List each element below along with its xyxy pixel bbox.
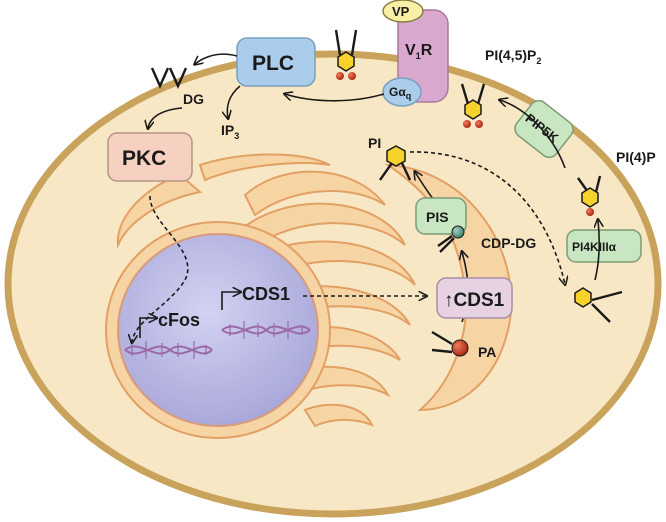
plc-to-ip3-arrow <box>227 85 241 118</box>
dg-label: DG <box>183 91 204 107</box>
pkc-to-nucleus-arrow <box>132 195 189 342</box>
dg-to-pkc-arrow <box>148 107 183 128</box>
v1r-label: V1R <box>405 42 433 61</box>
pkc-box <box>107 132 193 182</box>
pi4p-lipid <box>577 175 602 216</box>
gaq-label: Gαq <box>389 85 411 101</box>
cds1-gene-label: CDS1 <box>242 284 290 304</box>
nucleus <box>117 233 319 427</box>
pip2-label: PI(4,5)P2 <box>485 47 541 66</box>
ip3-label: IP3 <box>221 122 239 141</box>
pkc-label: PKC <box>122 147 166 170</box>
pip2-lipid-membrane <box>334 29 358 80</box>
pis-box <box>415 197 467 235</box>
pi-transfer-arrow <box>409 151 565 284</box>
er-cisterna-outer <box>116 173 203 249</box>
cds1-promoter-arrow <box>221 292 240 310</box>
cds1-protein-label: ↑CDS1 <box>444 290 505 311</box>
pi-lipid-membrane <box>574 287 623 323</box>
pi-label: PI <box>368 135 381 151</box>
pi4k-label: PI4KIIIα <box>572 240 617 254</box>
er-cisterna-right <box>384 163 513 412</box>
pi-lipid-er <box>379 145 412 181</box>
pip2-lipid <box>460 83 486 128</box>
plc-to-dg-arrow <box>195 53 238 64</box>
pis-label: PIS <box>426 209 449 225</box>
vp-ligand <box>382 0 424 23</box>
pi4k-box <box>566 229 642 263</box>
cdpdg-label: CDP-DG <box>481 235 536 251</box>
gaq-protein <box>382 77 422 107</box>
dg-lipid <box>150 67 188 89</box>
pa-label: PA <box>478 344 496 360</box>
cfos-label: cFos <box>158 310 200 330</box>
plc-label: PLC <box>252 52 294 75</box>
cdpdg-lipid <box>437 225 465 253</box>
dna-cds1 <box>221 321 311 339</box>
pa-lipid <box>431 330 469 357</box>
pi-to-pi4p-arrow <box>595 220 599 281</box>
dna-cfos <box>124 341 213 359</box>
vp-label: VP <box>392 4 410 19</box>
cds1-protein-box <box>436 277 513 319</box>
plc-box <box>236 37 316 87</box>
cfos-promoter-arrow <box>139 318 156 338</box>
pi4p-to-pip2-arrow <box>500 100 566 169</box>
pi4p-label: PI(4)P <box>616 149 656 165</box>
gaq-to-plc-arrow <box>285 94 385 102</box>
